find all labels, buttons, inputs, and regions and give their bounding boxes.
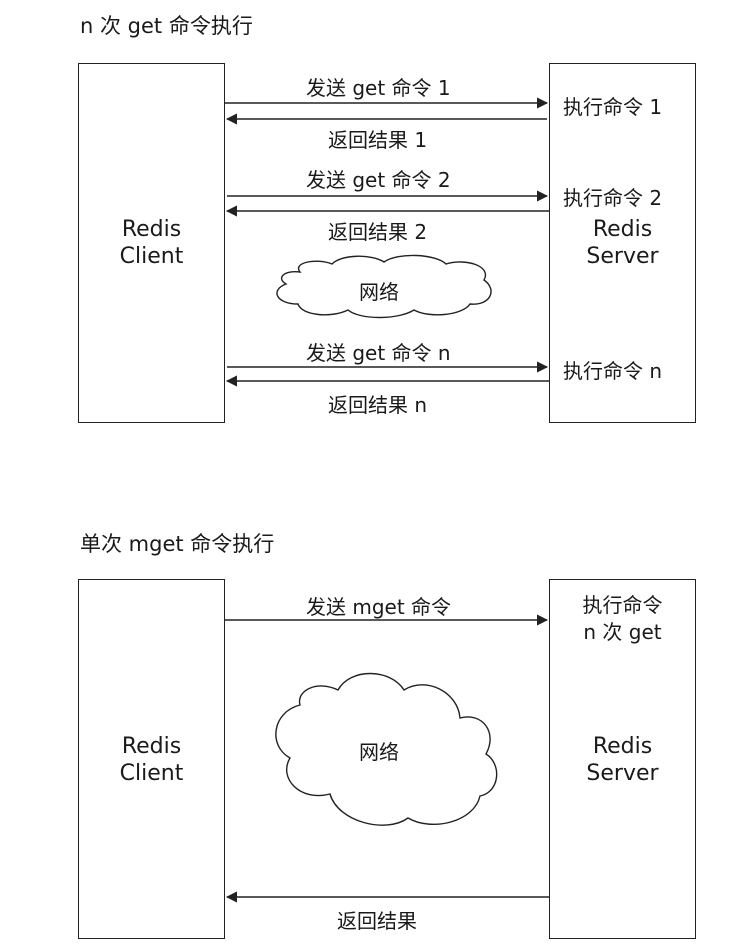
- top-send-label-n: 发送 get 命令 n: [306, 341, 451, 365]
- top-client-box: [78, 63, 225, 423]
- bottom-client-line1: Redis: [121, 734, 182, 759]
- top-client-line1: Redis: [121, 217, 182, 242]
- top-cloud-label: 网络: [359, 280, 399, 304]
- bottom-network-cloud: [275, 672, 498, 826]
- bottom-diagram-title: 单次 mget 命令执行: [80, 532, 275, 556]
- bottom-send-label: 发送 mget 命令: [306, 595, 452, 619]
- bottom-client-line2: Client: [119, 761, 184, 786]
- top-exec-label-1: 执行命令 1: [563, 95, 663, 119]
- top-server-line1: Redis: [592, 217, 653, 242]
- bottom-server-label: Redis Server: [549, 733, 696, 787]
- top-send-label-1: 发送 get 命令 1: [306, 76, 451, 100]
- bottom-server-box: [549, 579, 696, 939]
- top-client-line2: Client: [119, 244, 184, 269]
- top-server-line2: Server: [586, 244, 659, 269]
- top-return-label-2: 返回结果 2: [328, 220, 428, 244]
- bottom-client-label: Redis Client: [78, 733, 225, 787]
- top-exec-label-2: 执行命令 2: [563, 186, 663, 210]
- top-network-cloud: [276, 254, 492, 319]
- top-server-box: [549, 63, 696, 423]
- top-diagram-title: n 次 get 命令执行: [80, 14, 253, 38]
- bottom-server-line1: Redis: [592, 734, 653, 759]
- top-server-label: Redis Server: [549, 216, 696, 270]
- bottom-exec-label: 执行命令 n 次 get: [549, 592, 696, 646]
- bottom-client-box: [78, 579, 225, 939]
- bottom-exec-line1: 执行命令: [582, 593, 663, 617]
- bottom-exec-line2: n 次 get: [583, 620, 662, 644]
- bottom-cloud-label: 网络: [359, 740, 399, 764]
- bottom-server-line2: Server: [586, 761, 659, 786]
- top-exec-label-n: 执行命令 n: [563, 359, 663, 383]
- top-send-label-2: 发送 get 命令 2: [306, 168, 451, 192]
- bottom-return-label: 返回结果: [337, 909, 417, 933]
- top-client-label: Redis Client: [78, 216, 225, 270]
- top-return-label-1: 返回结果 1: [328, 128, 428, 152]
- top-return-label-n: 返回结果 n: [328, 393, 428, 417]
